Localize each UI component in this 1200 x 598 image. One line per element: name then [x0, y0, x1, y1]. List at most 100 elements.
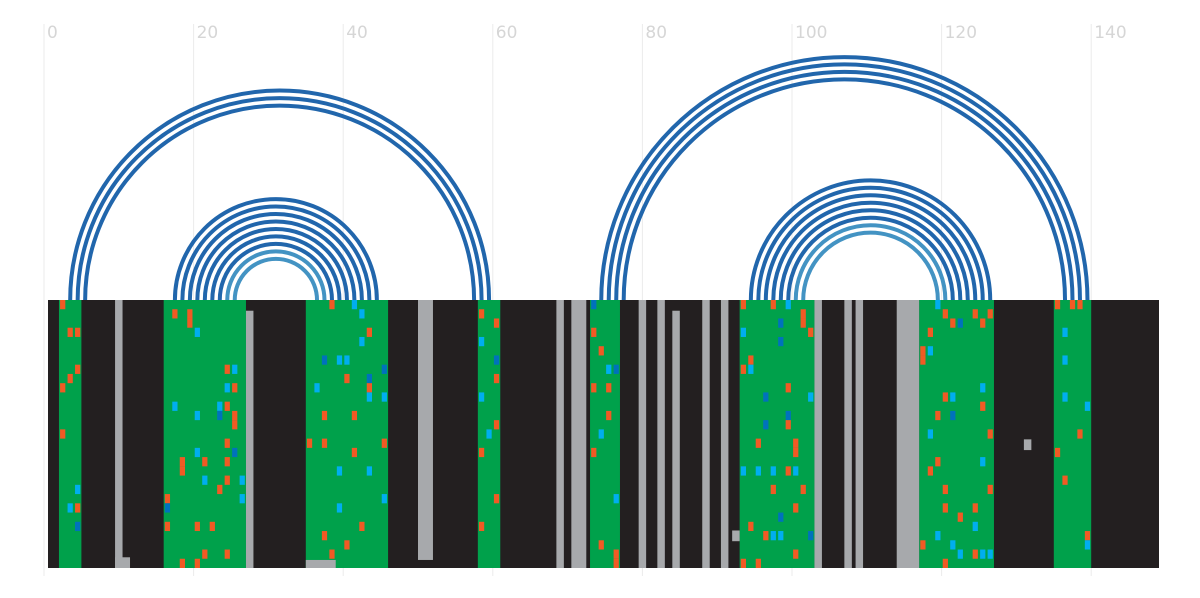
- variation-cell: [329, 549, 335, 559]
- variation-cell: [366, 327, 372, 337]
- variation-cell: [478, 336, 485, 347]
- variation-cell: [740, 558, 746, 568]
- variation-cell: [224, 438, 230, 448]
- variation-cell: [606, 364, 612, 374]
- pairing-arc: [187, 212, 364, 301]
- gap-column: [657, 300, 665, 568]
- gap-column: [896, 300, 920, 568]
- x-tick-label: 140: [1094, 23, 1126, 43]
- variation-cell: [75, 484, 81, 495]
- variation-cell: [67, 503, 73, 513]
- variation-cell: [493, 318, 500, 328]
- gap-column: [245, 310, 254, 568]
- variation-cell: [942, 309, 948, 319]
- variation-cell: [1062, 327, 1068, 337]
- variation-cell: [344, 540, 350, 550]
- variation-cell: [942, 503, 948, 513]
- pairing-arc: [599, 54, 1090, 301]
- variation-cell: [808, 531, 814, 541]
- variation-cell: [1062, 475, 1068, 485]
- variation-cell: [755, 438, 761, 448]
- pairing-arc: [801, 230, 940, 301]
- variation-cell: [770, 466, 776, 476]
- variation-cell: [493, 420, 500, 430]
- variation-cell: [366, 392, 372, 402]
- variation-cell: [194, 327, 200, 337]
- variation-cell: [1084, 531, 1091, 541]
- variation-cell: [935, 300, 941, 310]
- variation-cell: [606, 383, 612, 393]
- variation-cell: [60, 300, 66, 310]
- paired-region: [163, 300, 246, 568]
- variation-cell: [598, 540, 604, 550]
- gap-column: [556, 300, 564, 568]
- variation-cell: [351, 300, 358, 310]
- variation-cell: [224, 549, 230, 559]
- variation-cell: [920, 355, 926, 365]
- variation-cell: [972, 503, 978, 513]
- variation-cell: [224, 475, 230, 485]
- variation-cell: [232, 364, 238, 374]
- pairing-arc: [217, 241, 334, 301]
- gap-column: [814, 300, 822, 568]
- variation-cell: [957, 318, 963, 328]
- variation-cell: [591, 447, 597, 458]
- variation-cell: [942, 484, 948, 495]
- variation-cell: [785, 410, 791, 421]
- pairing-arc: [75, 96, 484, 301]
- gap-column: [571, 300, 587, 568]
- pairing-arc: [172, 197, 379, 301]
- pairing-arc: [210, 234, 342, 301]
- gap-patch: [732, 530, 740, 542]
- pairing-arc: [606, 62, 1082, 301]
- variation-cell: [179, 466, 185, 476]
- variation-cell: [194, 521, 200, 532]
- variation-cell: [957, 549, 963, 559]
- variation-cell: [321, 355, 328, 365]
- variation-cell: [935, 410, 941, 421]
- variation-cell: [336, 466, 343, 476]
- variation-cell: [950, 410, 956, 421]
- variation-cell: [987, 549, 993, 559]
- variation-cell: [75, 503, 81, 513]
- x-tick-label: 80: [645, 23, 667, 43]
- variation-cell: [740, 364, 746, 374]
- variation-cell: [800, 318, 806, 328]
- gap-patch: [115, 557, 131, 568]
- variation-cell: [224, 383, 230, 393]
- variation-cell: [613, 549, 619, 559]
- variation-cell: [194, 558, 200, 568]
- variation-cell: [239, 475, 245, 485]
- variation-cell: [950, 392, 956, 402]
- variation-cell: [740, 300, 746, 310]
- variation-cell: [381, 438, 387, 448]
- variation-cell: [224, 364, 230, 374]
- variation-cell: [980, 318, 986, 328]
- variation-cell: [793, 549, 799, 559]
- variation-cell: [1084, 401, 1091, 411]
- pairing-arc: [786, 215, 955, 301]
- variation-cell: [785, 383, 791, 393]
- variation-cell: [366, 373, 372, 384]
- variation-cell: [321, 438, 328, 448]
- pairing-arc: [793, 223, 948, 301]
- variation-cell: [598, 346, 604, 356]
- variation-cell: [75, 327, 81, 337]
- x-tick-label: 120: [945, 23, 977, 43]
- pairing-arc: [232, 256, 320, 301]
- variation-cell: [987, 309, 993, 319]
- gap-column: [702, 300, 710, 568]
- pairing-arc: [621, 77, 1068, 301]
- x-tick-label: 0: [47, 23, 58, 43]
- variation-cell: [613, 558, 619, 568]
- variation-cell: [164, 521, 171, 532]
- variation-cell: [598, 429, 604, 439]
- variation-cell: [493, 355, 500, 365]
- variation-cell: [381, 392, 387, 402]
- variation-cell: [381, 364, 387, 374]
- variation-cell: [770, 484, 776, 495]
- variation-cell: [980, 383, 986, 393]
- variation-cell: [972, 521, 978, 532]
- variation-cell: [194, 410, 200, 421]
- pairing-arc: [748, 178, 993, 301]
